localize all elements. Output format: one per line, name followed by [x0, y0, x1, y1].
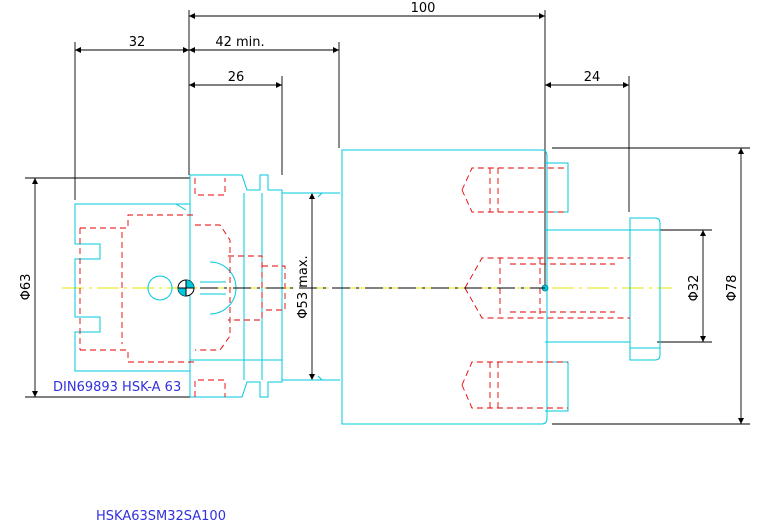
dim-diameter-taper: Φ63 — [19, 274, 34, 301]
dim-taper-length: 32 — [129, 35, 146, 50]
dim-diameter-body: Φ78 — [725, 275, 740, 302]
dim-diameter-pilot: Φ32 — [687, 275, 702, 302]
dim-diameter-body-max: Φ53 max. — [296, 255, 311, 318]
flange-outline — [189, 174, 340, 398]
pilot-outline — [629, 217, 661, 361]
dim-overall-length: 100 — [411, 1, 436, 16]
dim-flange-length: 26 — [228, 70, 245, 85]
dimension-lines — [32, 13, 744, 424]
part-number-label: HSKA63SM32SA100 — [96, 509, 226, 523]
hidden-lines — [79, 167, 630, 409]
hsk-taper-outline — [74, 203, 190, 372]
main-body-outline — [317, 149, 631, 425]
center-mark-left — [177, 279, 195, 297]
dim-pilot-length: 24 — [584, 70, 601, 85]
standard-note: DIN69893 HSK-A 63 — [53, 380, 181, 395]
dim-clamp-length-min: 42 min. — [215, 35, 264, 50]
